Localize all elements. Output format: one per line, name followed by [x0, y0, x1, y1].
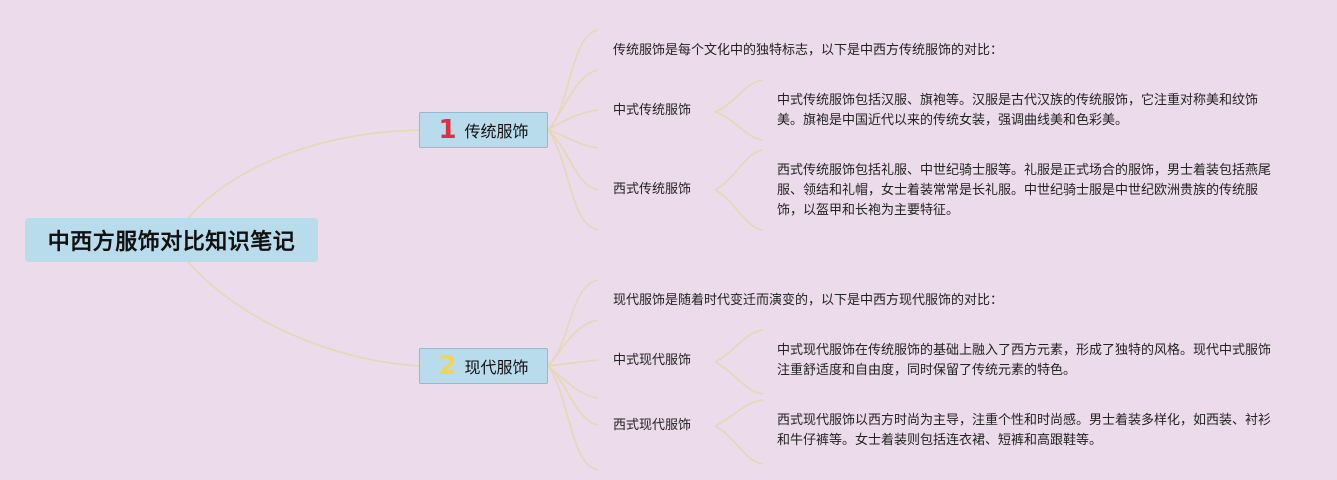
link-b2-item-1 — [547, 359, 599, 367]
detail-chinese-modern[interactable]: 中式现代服饰在传统服饰的基础上融入了西方元素，形成了独特的风格。现代中式服饰注重… — [777, 343, 1272, 378]
link-root-branch-2 — [187, 261, 420, 367]
link-root-branch-1 — [187, 129, 420, 219]
link-b2-extra-3 — [547, 365, 599, 471]
link-b1-extra-1 — [547, 69, 599, 131]
link-b1-item-2 — [547, 129, 599, 191]
link-b2i2-a — [714, 399, 764, 427]
number-2-badge: 2 — [438, 351, 457, 381]
link-b1-extra-3 — [547, 129, 599, 231]
topic-chinese-modern[interactable]: 中式现代服饰 — [613, 353, 692, 368]
link-b2-item-2 — [547, 365, 599, 426]
link-b1i1-a — [714, 79, 764, 113]
topic-western-traditional[interactable]: 西式传统服饰 — [613, 182, 692, 197]
link-b1-extra-2 — [547, 129, 599, 149]
link-b1i2-b — [714, 189, 764, 231]
branch-node-traditional[interactable]: 1 传统服饰 — [419, 112, 548, 148]
link-b1i2-a — [714, 149, 764, 191]
root-node[interactable]: 中西方服饰对比知识笔记 — [25, 218, 318, 262]
link-b2i2-b — [714, 425, 764, 465]
link-b2i1-a — [714, 329, 764, 363]
topic-western-modern[interactable]: 西式现代服饰 — [613, 418, 692, 433]
branch-label: 传统服饰 — [464, 122, 529, 141]
branch-node-modern[interactable]: 2 现代服饰 — [419, 348, 548, 384]
number-1-badge: 1 — [438, 115, 457, 145]
link-b2-intro — [547, 279, 599, 367]
detail-western-traditional[interactable]: 西式传统服饰包括礼服、中世纪骑士服等。礼服是正式场合的服饰，男士着装包括燕尾服、… — [777, 163, 1272, 218]
root-title: 中西方服饰对比知识笔记 — [47, 230, 296, 255]
link-b2i1-b — [714, 361, 764, 395]
link-b1-intro — [547, 29, 599, 131]
detail-western-modern[interactable]: 西式现代服饰以西方时尚为主导，注重个性和时尚感。男士着装多样化，如西装、衬衫和牛… — [777, 413, 1272, 448]
link-b2-extra-2 — [547, 365, 599, 399]
link-b2-extra-1 — [547, 319, 599, 367]
detail-chinese-traditional[interactable]: 中式传统服饰包括汉服、旗袍等。汉服是古代汉族的传统服饰，它注重对称美和纹饰美。旗… — [777, 93, 1259, 128]
link-b1-item-1 — [547, 109, 599, 131]
branch-label: 现代服饰 — [464, 358, 529, 377]
branch-intro-traditional[interactable]: 传统服饰是每个文化中的独特标志，以下是中西方传统服饰的对比： — [613, 43, 1004, 58]
topic-chinese-traditional[interactable]: 中式传统服饰 — [613, 103, 692, 118]
link-b1i1-b — [714, 111, 764, 141]
branch-intro-modern[interactable]: 现代服饰是随着时代变迁而演变的，以下是中西方现代服饰的对比： — [613, 293, 1004, 308]
